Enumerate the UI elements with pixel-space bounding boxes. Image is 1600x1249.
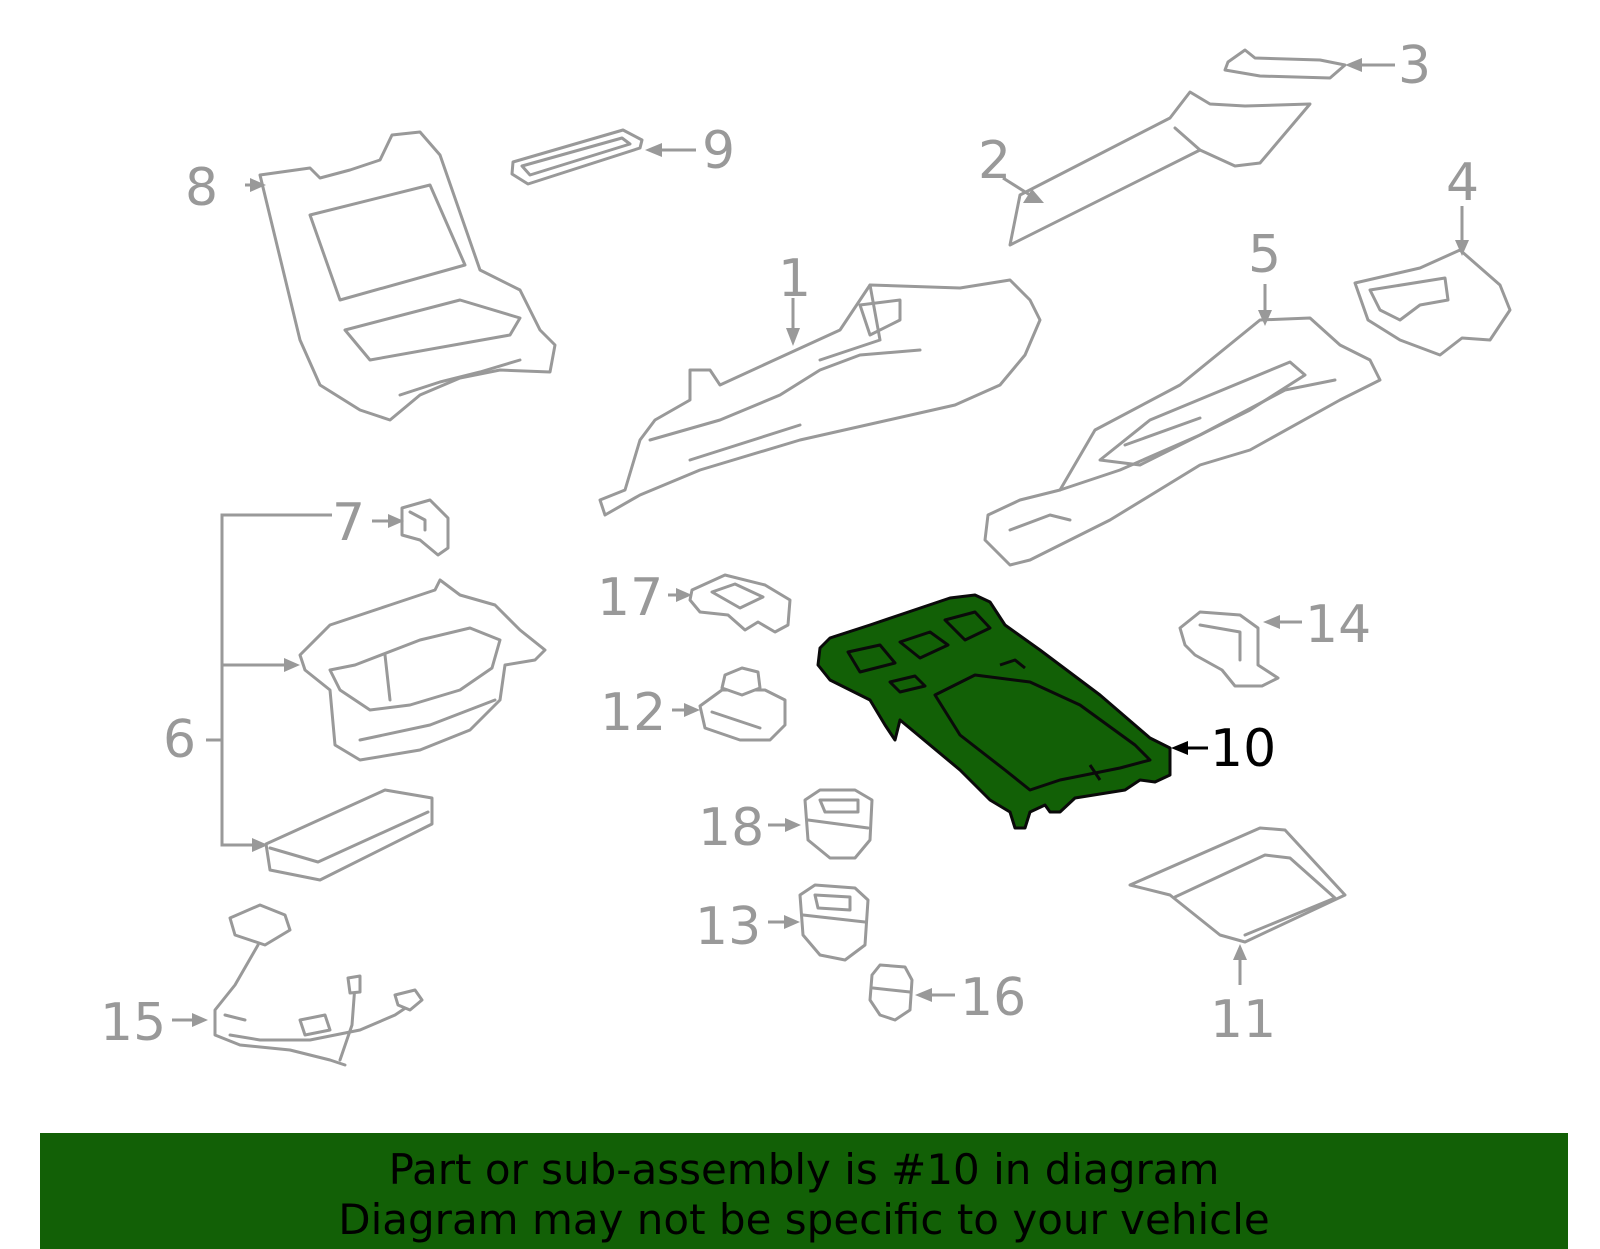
part-5-rail	[983, 316, 1382, 567]
part-13-switch	[798, 883, 870, 962]
part-6-mat	[264, 788, 434, 882]
callout-8: 8	[185, 158, 218, 218]
part-1-console-body	[598, 278, 1042, 517]
callout-18: 18	[698, 798, 764, 858]
part-8-panel	[258, 130, 557, 422]
leader-lines	[172, 58, 1469, 1027]
callout-labels: 1 2 3 4 5 6 7 8 9 10 11 12 13 14 15 16 1…	[100, 36, 1479, 1053]
banner-line-2: Diagram may not be specific to your vehi…	[338, 1195, 1270, 1244]
part-6-cup-holder	[298, 578, 547, 762]
callout-9: 9	[702, 121, 735, 181]
part-3-clip	[1223, 48, 1347, 80]
banner-line-1: Part or sub-assembly is #10 in diagram	[388, 1145, 1220, 1194]
part-9-trim-plate	[510, 128, 644, 186]
part-11-lid	[1128, 826, 1347, 944]
part-2-trim-strip	[1008, 90, 1312, 247]
callout-17: 17	[597, 568, 663, 628]
callout-5: 5	[1248, 225, 1281, 285]
callout-7: 7	[332, 493, 365, 553]
callout-14: 14	[1305, 595, 1371, 655]
callout-4: 4	[1446, 153, 1479, 213]
callout-11: 11	[1210, 990, 1276, 1050]
info-banner: Part or sub-assembly is #10 in diagram D…	[40, 1133, 1568, 1249]
callout-12: 12	[600, 683, 666, 743]
callout-13: 13	[695, 897, 761, 957]
part-15-wire-harness	[213, 903, 424, 1067]
part-16-switch	[868, 963, 914, 1022]
callout-2: 2	[978, 131, 1011, 191]
part-7-clip	[400, 498, 450, 557]
callout-15: 15	[100, 993, 166, 1053]
part-18-switch	[803, 788, 874, 860]
part-4-bracket	[1353, 248, 1512, 357]
part-12-knob	[698, 666, 787, 742]
callout-10: 10	[1210, 719, 1276, 779]
callout-6: 6	[163, 710, 196, 770]
callout-3: 3	[1398, 36, 1431, 96]
callout-1: 1	[778, 249, 811, 309]
part-14-bracket	[1178, 610, 1280, 688]
part-10-console-trim	[816, 593, 1172, 830]
part-17-housing	[688, 573, 792, 634]
callout-16: 16	[960, 968, 1026, 1028]
